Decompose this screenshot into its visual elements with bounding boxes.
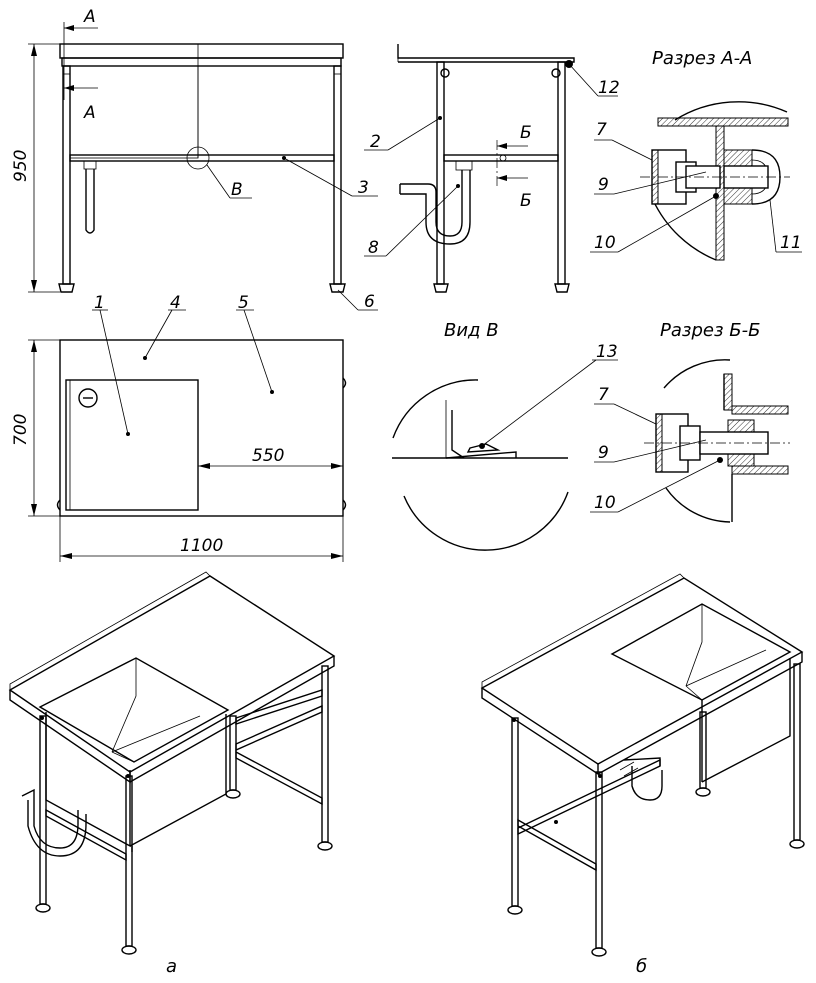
cut-label-a-top: А [83,7,96,27]
front-view: 3 В 6 А А 950 [11,7,378,312]
callout-4: 4 [170,293,181,313]
side-view: Б Б 2 8 12 [364,44,620,293]
callout-11: 11 [780,233,802,253]
view-v-title: Вид В [444,320,499,341]
section-aa: Разрез А-А 7 9 10 11 [590,48,802,261]
isometric-variant-b: б [480,573,805,977]
callout-2: 2 [370,132,381,152]
dim-offset: 550 [252,446,284,466]
top-view: 1 4 5 550 700 1100 [11,293,347,562]
dim-depth: 700 [11,414,31,446]
callout-8: 8 [368,238,379,258]
section-bb-title: Разрез Б-Б [660,320,760,341]
cut-label-v: В [231,180,243,200]
callout-10-aa: 10 [594,233,616,253]
dim-length: 1100 [180,536,223,556]
callout-10-bb: 10 [594,493,616,513]
callout-1: 1 [94,293,105,313]
callout-6: 6 [364,292,375,312]
view-v: Вид В 13 [392,320,618,551]
callout-9-bb: 9 [598,443,609,463]
variant-label-b: б [636,956,647,977]
cut-label-a-bottom: А [83,103,96,123]
variant-label-a: а [166,956,177,977]
cut-label-b-top: Б [520,123,532,143]
section-bb: Разрез Б-Б 7 9 10 [590,320,790,523]
section-aa-title: Разрез А-А [652,48,752,69]
cut-label-b-bottom: Б [520,191,532,211]
callout-13: 13 [596,342,618,362]
callout-5: 5 [238,293,249,313]
callout-3: 3 [358,178,369,198]
callout-9-aa: 9 [598,175,609,195]
isometric-variant-a: а [8,571,336,977]
callout-7-aa: 7 [596,120,607,140]
callout-7-bb: 7 [598,385,609,405]
callout-12: 12 [598,78,620,98]
dim-height: 950 [11,150,31,182]
